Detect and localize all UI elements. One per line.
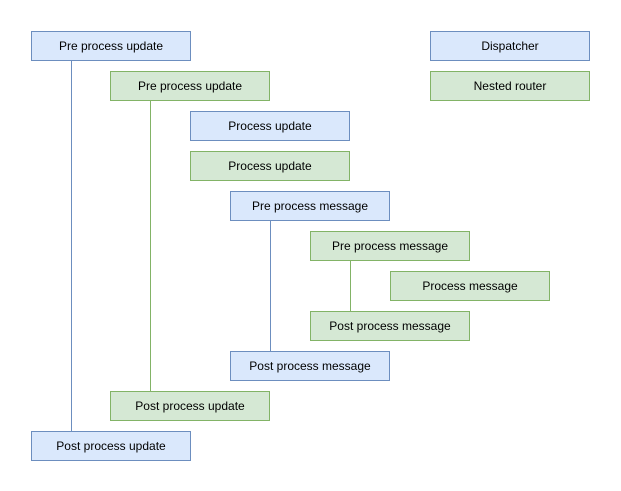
connector-update-router xyxy=(150,101,151,391)
node-post-process-message-router: Post process message xyxy=(310,311,470,341)
legend-nested-router: Nested router xyxy=(430,71,590,101)
node-pre-process-message-dispatcher: Pre process message xyxy=(230,191,390,221)
node-post-process-message-dispatcher: Post process message xyxy=(230,351,390,381)
node-pre-process-update-dispatcher: Pre process update xyxy=(31,31,191,61)
legend-dispatcher: Dispatcher xyxy=(430,31,590,61)
node-post-process-update-dispatcher: Post process update xyxy=(31,431,191,461)
node-pre-process-update-router: Pre process update xyxy=(110,71,270,101)
node-pre-process-message-router: Pre process message xyxy=(310,231,470,261)
node-process-update-router: Process update xyxy=(190,151,350,181)
connector-message-dispatcher xyxy=(270,221,271,351)
connector-update-dispatcher xyxy=(71,61,72,431)
node-process-update-dispatcher: Process update xyxy=(190,111,350,141)
node-post-process-update-router: Post process update xyxy=(110,391,270,421)
node-process-message-router: Process message xyxy=(390,271,550,301)
connector-message-router xyxy=(350,261,351,311)
